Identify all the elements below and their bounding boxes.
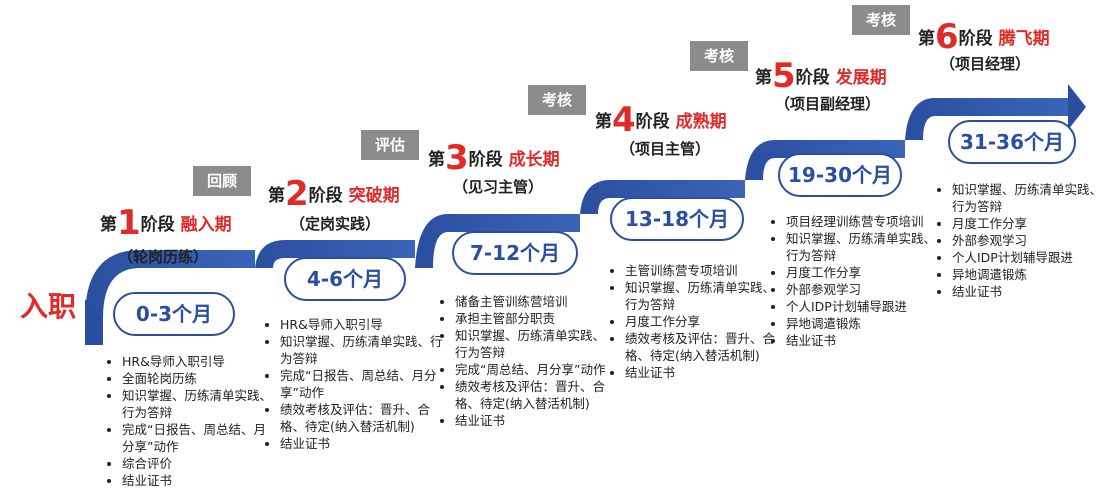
stage-2-list: HR&导师入职引导 知识掌握、历练清单实践、行为答辩 完成“日报告、周总结、月分… — [266, 316, 445, 452]
list-item: 综合评价 — [122, 455, 272, 472]
list-item: 绩效考核及评估：晋升、合格、待定(纳入替活机制) — [280, 401, 445, 435]
stage-1-title: 第1阶段融入期 — [100, 203, 232, 243]
stage-4-period: 13-18个月 — [610, 197, 744, 241]
stage-3-role: （见习主管） — [453, 178, 544, 196]
list-item: 外部参观学习 — [786, 281, 936, 298]
stage-1-period: 0-3个月 — [113, 292, 235, 336]
stage-5-title: 第5阶段发展期 — [755, 56, 887, 96]
stage-6-title: 第6阶段腾飞期 — [918, 17, 1050, 57]
stage-4-role: （项目主管） — [620, 140, 711, 158]
list-item: 绩效考核及评估：晋升、合格、待定(纳入替活机制) — [625, 330, 775, 364]
list-item: 结业证书 — [786, 332, 936, 349]
list-item: 月度工作分享 — [952, 215, 1110, 232]
list-item: 结业证书 — [625, 364, 775, 381]
stage-3-gate: 评估 — [361, 130, 419, 160]
list-item: HR&导师入职引导 — [122, 353, 272, 370]
stage-6-list: 知识掌握、历练清单实践、行为答辩 月度工作分享 外部参观学习 个人IDP计划辅导… — [938, 181, 1110, 300]
stair-riser-1 — [255, 240, 415, 268]
stage-2-period: 4-6个月 — [284, 257, 406, 301]
entry-label: 入职 — [20, 290, 77, 323]
stage-3-period: 7-12个月 — [452, 231, 578, 275]
arrow-head — [1068, 84, 1086, 130]
list-item: 月度工作分享 — [786, 264, 936, 281]
list-item: 知识掌握、历练清单实践、行为答辩 — [455, 327, 615, 361]
stage-2-title: 第2阶段突破期 — [268, 174, 400, 214]
list-item: 主管训练营专项培训 — [625, 262, 775, 279]
list-item: 知识掌握、历练清单实践、行为答辩 — [786, 230, 936, 264]
stage-6-period: 31-36个月 — [948, 120, 1076, 164]
stair-segment-5 — [745, 140, 905, 180]
list-item: 结业证书 — [280, 435, 445, 452]
list-item: 异地调遣锻炼 — [952, 266, 1110, 283]
stage-5-role: （项目副经理） — [775, 95, 881, 113]
list-item: 知识掌握、历练清单实践、行为答辩 — [122, 387, 272, 421]
stage-1-role: （轮岗历练） — [118, 248, 209, 266]
stage-2-role: （定岗实践） — [290, 215, 381, 233]
list-item: 外部参观学习 — [952, 232, 1110, 249]
stair-segment-3 — [415, 214, 580, 268]
list-item: 项目经理训练营专项培训 — [786, 213, 936, 230]
stage-6-role: （项目经理） — [940, 55, 1031, 73]
stage-4-list: 主管训练营专项培训 知识掌握、历练清单实践、行为答辩 月度工作分享 绩效考核及评… — [611, 262, 775, 381]
list-item: 结业证书 — [455, 412, 615, 429]
stage-5-gate: 考核 — [690, 41, 748, 71]
list-item: 个人IDP计划辅导跟进 — [952, 249, 1110, 266]
list-item: 知识掌握、历练清单实践、行为答辩 — [952, 181, 1110, 215]
stage-5-list: 项目经理训练营专项培训 知识掌握、历练清单实践、行为答辩 月度工作分享 外部参观… — [772, 213, 936, 349]
stage-4-gate: 考核 — [528, 85, 586, 115]
stair-segment-1 — [85, 250, 255, 318]
list-item: 绩效考核及评估：晋升、合格、待定(纳入替活机制) — [455, 378, 615, 412]
list-item: 完成“日报告、周总结、月分享”动作 — [122, 421, 272, 455]
stage-1-list: HR&导师入职引导 全面轮岗历练 知识掌握、历练清单实践、行为答辩 完成“日报告… — [108, 353, 272, 489]
list-item: 完成“日报告、周总结、月分享”动作 — [280, 367, 445, 401]
stair-base — [85, 300, 103, 345]
list-item: 全面轮岗历练 — [122, 370, 272, 387]
list-item: 知识掌握、历练清单实践、行为答辩 — [280, 333, 445, 367]
list-item: 结业证书 — [122, 472, 272, 489]
stage-3-title: 第3阶段成长期 — [428, 138, 560, 178]
stair-segment-6 — [905, 98, 1070, 140]
stage-3-list: 储备主管训练营培训 承担主管部分职责 知识掌握、历练清单实践、行为答辩 完成“周… — [441, 293, 615, 429]
list-item: HR&导师入职引导 — [280, 316, 445, 333]
list-item: 承担主管部分职责 — [455, 310, 615, 327]
list-item: 储备主管训练营培训 — [455, 293, 615, 310]
stage-2-gate: 回顾 — [193, 166, 251, 196]
stage-6-gate: 考核 — [852, 5, 910, 35]
list-item: 个人IDP计划辅导跟进 — [786, 298, 936, 315]
stage-5-period: 19-30个月 — [778, 153, 902, 197]
list-item: 知识掌握、历练清单实践、行为答辩 — [625, 279, 775, 313]
list-item: 完成“周总结、月分享”动作 — [455, 361, 615, 378]
list-item: 月度工作分享 — [625, 313, 775, 330]
stage-4-title: 第4阶段成熟期 — [595, 100, 727, 140]
list-item: 结业证书 — [952, 283, 1110, 300]
list-item: 异地调遣锻炼 — [786, 315, 936, 332]
